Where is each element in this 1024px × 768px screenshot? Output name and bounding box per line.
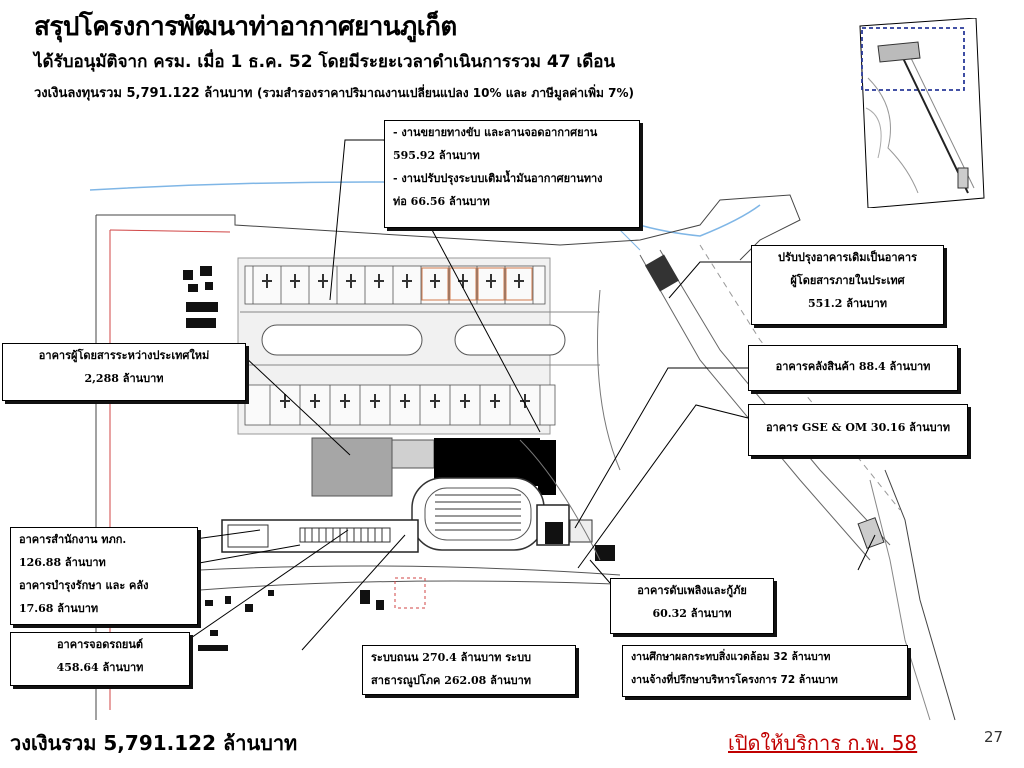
opening-date-link[interactable]: เปิดให้บริการ ก.พ. 58 bbox=[728, 731, 918, 755]
callout-text: งานจ้างที่ปรึกษาบริหารโครงการ 72 ล้านบาท bbox=[631, 674, 838, 686]
page-title: สรุปโครงการพัฒนาท่าอากาศยานภูเก็ต bbox=[34, 12, 457, 42]
callout-domestic-terminal: ปรับปรุงอาคารเดิมเป็นอาคาร ผู้โดยสารภายใ… bbox=[751, 245, 944, 325]
callout-text: งานศึกษาผลกระทบสิ่งแวดล้อม 32 ล้านบาท bbox=[631, 651, 831, 663]
callout-study-consultant: งานศึกษาผลกระทบสิ่งแวดล้อม 32 ล้านบาท งา… bbox=[622, 645, 908, 697]
callout-text: ท่อ 66.56 ล้านบาท bbox=[393, 195, 490, 208]
callout-cargo-building: อาคารคลังสินค้า 88.4 ล้านบาท bbox=[748, 345, 958, 391]
callout-text: 17.68 ล้านบาท bbox=[19, 602, 99, 615]
callout-road-utilities: ระบบถนน 270.4 ล้านบาท ระบบ สาธารณูปโภค 2… bbox=[362, 645, 576, 695]
callout-text: 126.88 ล้านบาท bbox=[19, 556, 106, 569]
callout-gse-om-building: อาคาร GSE & OM 30.16 ล้านบาท bbox=[748, 404, 968, 456]
callout-text: อาคารคลังสินค้า 88.4 ล้านบาท bbox=[775, 360, 931, 373]
callout-text: อาคาร GSE & OM 30.16 ล้านบาท bbox=[765, 421, 951, 434]
total-budget: วงเงินรวม 5,791.122 ล้านบาท bbox=[10, 731, 298, 755]
callout-international-terminal: อาคารผู้โดยสารระหว่างประเทศใหม่ 2,288 ล้… bbox=[2, 343, 246, 401]
callout-taxiway-apron: - งานขยายทางขับ และลานจอดอากาศยาน 595.92… bbox=[384, 120, 640, 228]
callout-text: สาธารณูปโภค 262.08 ล้านบาท bbox=[371, 674, 531, 687]
budget-note: (รวมสำรองราคาปริมาณงานเปลี่ยนแปลง 10% แล… bbox=[257, 86, 634, 100]
budget-line: วงเงินลงทุนรวม 5,791.122 ล้านบาท (รวมสำร… bbox=[34, 82, 634, 103]
callout-text: - งานขยายทางขับ และลานจอดอากาศยาน bbox=[393, 126, 598, 139]
callout-text: 2,288 ล้านบาท bbox=[84, 372, 164, 385]
callout-text: 595.92 ล้านบาท bbox=[393, 149, 480, 162]
callout-text: ผู้โดยสารภายในประเทศ bbox=[790, 274, 905, 287]
callout-office-maintenance: อาคารสำนักงาน ทภก. 126.88 ล้านบาท อาคารบ… bbox=[10, 527, 198, 625]
callout-text: 458.64 ล้านบาท bbox=[56, 661, 144, 674]
approval-line: ได้รับอนุมัติจาก ครม. เมื่อ 1 ธ.ค. 52 โด… bbox=[34, 52, 616, 72]
callout-text: อาคารผู้โดยสารระหว่างประเทศใหม่ bbox=[38, 349, 210, 362]
callout-text: ปรับปรุงอาคารเดิมเป็นอาคาร bbox=[777, 251, 917, 264]
callout-text: อาคารสำนักงาน ทภก. bbox=[19, 533, 127, 546]
budget-main: วงเงินลงทุนรวม 5,791.122 ล้านบาท bbox=[34, 86, 253, 101]
callout-text: อาคารจอดรถยนต์ bbox=[56, 638, 144, 651]
callout-parking-building: อาคารจอดรถยนต์ 458.64 ล้านบาท bbox=[10, 632, 190, 686]
callout-text: อาคารดับเพลิงและกู้ภัย bbox=[637, 584, 747, 597]
location-inset-map bbox=[859, 18, 985, 208]
callout-text: 60.32 ล้านบาท bbox=[652, 607, 732, 620]
callout-text: อาคารบำรุงรักษา และ คลัง bbox=[19, 579, 149, 592]
page-number: 27 bbox=[984, 728, 1004, 746]
callout-text: - งานปรับปรุงระบบเติมน้ำมันอากาศยานทาง bbox=[393, 172, 603, 185]
callout-text: 551.2 ล้านบาท bbox=[807, 297, 888, 310]
callout-text: ระบบถนน 270.4 ล้านบาท ระบบ bbox=[371, 651, 532, 664]
callout-fire-rescue: อาคารดับเพลิงและกู้ภัย 60.32 ล้านบาท bbox=[610, 578, 774, 634]
